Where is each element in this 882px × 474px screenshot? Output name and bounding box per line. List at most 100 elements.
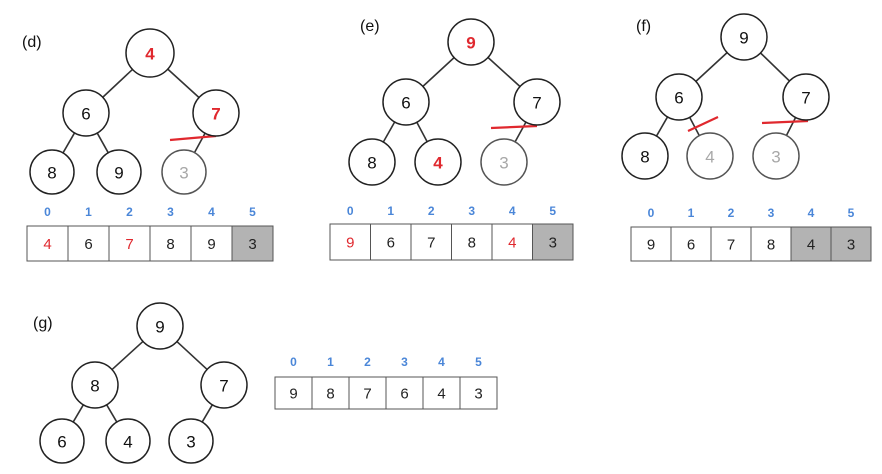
array-cell-value-e: 7 <box>427 235 435 252</box>
tree-node-value-e: 3 <box>499 154 508 173</box>
array-cell-value-d: 9 <box>207 236 215 253</box>
tree-node-value-g: 7 <box>219 377 228 396</box>
tree-edge-g <box>111 340 144 371</box>
tree-edge-e <box>416 121 428 143</box>
tree-node-value-e: 7 <box>532 94 541 113</box>
tree-node-g <box>39 418 85 464</box>
tree-node-d <box>29 149 75 195</box>
tree-node-value-d: 6 <box>81 105 90 124</box>
tree-edge-f <box>759 52 791 82</box>
array-cell-value-d: 4 <box>43 236 51 253</box>
array-cell-g <box>422 376 461 410</box>
panel-label-e: (e) <box>360 18 380 35</box>
cut-mark-f <box>687 116 719 132</box>
array-cell-value-g: 4 <box>437 386 445 403</box>
array-cell-value-e: 4 <box>508 235 516 252</box>
array-cell-d <box>67 225 110 262</box>
array-cell-value-d: 6 <box>84 236 92 253</box>
array-index-e: 4 <box>509 204 516 218</box>
array-index-f: 1 <box>688 206 695 220</box>
tree-node-value-d: 9 <box>114 164 123 183</box>
array-cell-d <box>149 225 192 262</box>
array-cell-f <box>830 226 872 262</box>
tree-node-value-f: 7 <box>801 89 810 108</box>
array-cell-e <box>491 223 533 261</box>
panel-label-g: (g) <box>33 315 53 332</box>
array-cell-f <box>710 226 752 262</box>
array-index-g: 5 <box>475 355 482 369</box>
tree-node-value-g: 8 <box>90 377 99 396</box>
tree-node-value-e: 4 <box>433 154 443 173</box>
array-cell-value-d: 3 <box>248 236 256 253</box>
array-cell-f <box>750 226 792 262</box>
array-index-f: 2 <box>728 206 735 220</box>
array-cell-value-f: 7 <box>727 237 735 254</box>
array-index-d: 0 <box>44 205 51 219</box>
tree-node-value-g: 6 <box>57 433 66 452</box>
array-index-f: 0 <box>648 206 655 220</box>
tree-node-d <box>192 89 240 137</box>
array-cell-e <box>532 223 574 261</box>
tree-edge-f <box>785 117 797 136</box>
array-cell-d <box>231 225 274 262</box>
tree-node-g <box>168 418 214 464</box>
array-cell-e <box>451 223 493 261</box>
array-index-e: 3 <box>468 204 475 218</box>
array-cell-f <box>670 226 712 262</box>
tree-edge-e <box>487 56 521 88</box>
array-cell-e <box>329 223 371 261</box>
tree-edge-g <box>176 341 208 370</box>
tree-node-g <box>136 302 184 350</box>
array-cell-d <box>26 225 69 262</box>
array-index-d: 3 <box>167 205 174 219</box>
tree-node-value-f: 9 <box>739 29 748 48</box>
array-cell-d <box>108 225 151 262</box>
array-index-f: 4 <box>808 206 815 220</box>
array-index-f: 5 <box>848 206 855 220</box>
tree-edge-d <box>167 68 200 99</box>
tree-node-d <box>96 149 142 195</box>
array-cell-value-f: 4 <box>807 237 815 254</box>
array-cell-value-d: 8 <box>166 236 174 253</box>
array-cell-g <box>459 376 498 410</box>
tree-edge-g <box>201 404 214 423</box>
tree-node-value-g: 3 <box>186 433 195 452</box>
tree-node-g <box>200 361 248 409</box>
array-cell-value-e: 6 <box>387 235 395 252</box>
tree-edge-f <box>655 116 669 137</box>
tree-node-e <box>382 78 430 126</box>
array-cell-value-g: 8 <box>326 386 334 403</box>
tree-node-value-d: 8 <box>47 164 56 183</box>
tree-node-f <box>782 73 830 121</box>
array-index-g: 1 <box>327 355 334 369</box>
tree-node-f <box>720 13 768 61</box>
array-cell-value-e: 9 <box>346 235 354 252</box>
array-cell-value-g: 7 <box>363 386 371 403</box>
tree-node-value-f: 6 <box>674 89 683 108</box>
tree-node-f <box>621 132 669 180</box>
array-cell-value-d: 7 <box>125 236 133 253</box>
tree-node-e <box>513 78 561 126</box>
array-cell-value-f: 6 <box>687 237 695 254</box>
tree-edge-e <box>514 121 527 143</box>
array-index-d: 5 <box>249 205 256 219</box>
tree-edge-f <box>688 116 701 137</box>
tree-node-f <box>655 73 703 121</box>
array-index-e: 1 <box>387 204 394 218</box>
array-cell-f <box>790 226 832 262</box>
array-cell-value-e: 8 <box>468 235 476 252</box>
tree-node-e <box>414 138 462 186</box>
array-cell-e <box>370 223 412 261</box>
tree-node-e <box>480 138 528 186</box>
array-cell-value-e: 3 <box>549 235 557 252</box>
tree-edge-d <box>96 132 109 154</box>
array-cell-f <box>630 226 672 262</box>
array-cell-value-f: 3 <box>847 237 855 254</box>
cut-mark-e <box>490 124 538 130</box>
array-index-e: 2 <box>428 204 435 218</box>
